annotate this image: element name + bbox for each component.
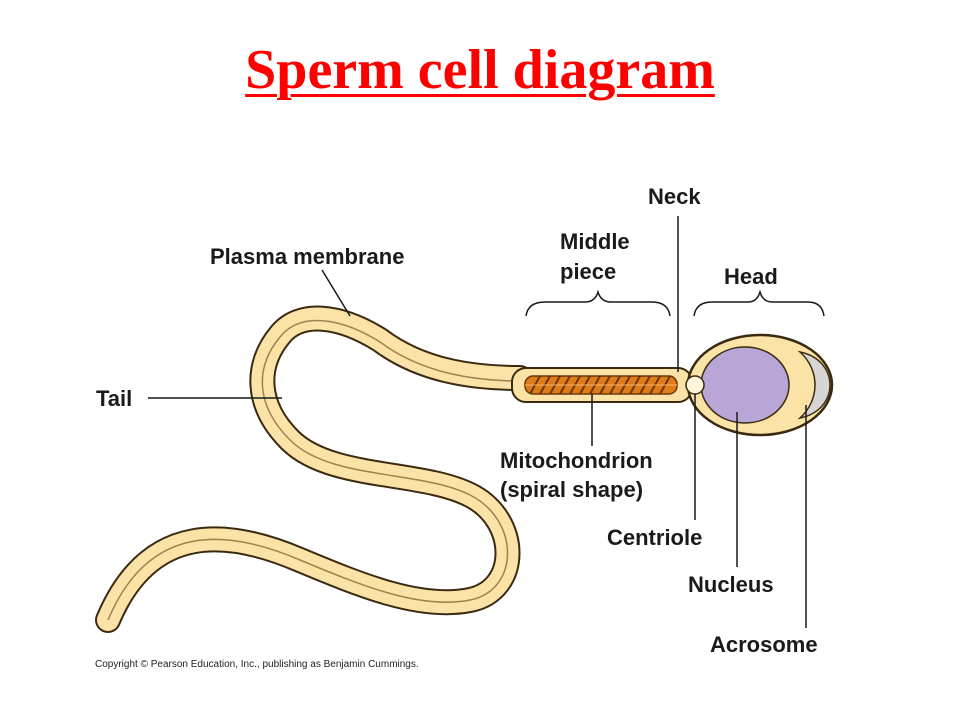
label-neck: Neck — [648, 184, 701, 209]
page-title: Sperm cell diagram — [245, 39, 715, 101]
label-acrosome: Acrosome — [710, 632, 818, 657]
label-middle-piece-line1: Middle — [560, 229, 630, 254]
label-centriole: Centriole — [607, 525, 702, 550]
label-nucleus: Nucleus — [688, 572, 774, 597]
label-tail: Tail — [96, 386, 132, 411]
middle-piece-bracket — [525, 289, 671, 317]
acrosome-shape — [797, 350, 831, 420]
label-middle-piece-line2: piece — [560, 259, 616, 284]
nucleus-shape — [700, 346, 790, 424]
label-plasma-membrane: Plasma membrane — [210, 244, 404, 269]
centriole-shape — [685, 375, 705, 395]
copyright-notice: Copyright © Pearson Education, Inc., pub… — [95, 659, 419, 670]
label-head: Head — [724, 264, 778, 289]
label-mitochondrion-line1: Mitochondrion — [500, 448, 653, 473]
label-mitochondrion-line2: (spiral shape) — [500, 477, 643, 502]
plasma-membrane-leader — [321, 269, 351, 317]
mitochondrion-spiral — [524, 375, 678, 395]
sperm-head — [685, 333, 834, 437]
head-bracket — [693, 289, 825, 317]
tail-body — [95, 305, 533, 633]
tail-axoneme — [107, 319, 521, 621]
